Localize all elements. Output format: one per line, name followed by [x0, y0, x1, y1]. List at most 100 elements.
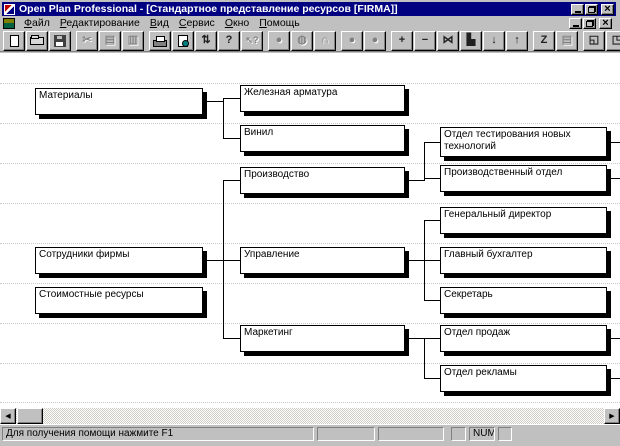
minus-icon: − [421, 34, 429, 46]
scroll-right-icon: ▶ [609, 413, 615, 420]
resource-node-iron-fittings[interactable]: Железная арматура [240, 85, 405, 112]
row-guide-line [0, 283, 620, 284]
connector-line [223, 180, 224, 339]
context-help-icon: ↖? [245, 35, 259, 45]
row-guide-line [0, 243, 620, 244]
resource-view-button-3: ∩ [314, 30, 336, 51]
connector-line [223, 98, 224, 139]
print-preview-button[interactable] [172, 30, 194, 51]
move-down-button[interactable]: ↓ [483, 30, 505, 51]
minimize-icon [572, 24, 579, 27]
scrollbar-thumb[interactable] [17, 408, 43, 424]
resource-node-management[interactable]: Управление [240, 247, 405, 274]
remove-node-button[interactable]: − [414, 30, 436, 51]
node-label: Сотрудники фирмы [39, 249, 130, 260]
close-button[interactable]: × [601, 3, 614, 15]
connector-line [424, 338, 425, 379]
save-button[interactable] [49, 30, 71, 51]
exchange-arrows-icon: ⇅ [201, 34, 211, 46]
node-label: Железная арматура [244, 87, 338, 98]
connector-line [203, 101, 223, 102]
resource-node-production[interactable]: Производство [240, 167, 405, 194]
plus-icon: + [398, 34, 406, 46]
node-label: Секретарь [444, 289, 493, 300]
resource-node-advertising-department[interactable]: Отдел рекламы [440, 365, 607, 392]
resource-node-cost-resources[interactable]: Стоимостные ресурсы [35, 287, 203, 314]
child-close-button[interactable]: × [599, 17, 612, 29]
resource-node-sales-department[interactable]: Отдел продаж [440, 325, 607, 352]
structure-button[interactable]: ▙ [460, 30, 482, 51]
open-folder-button[interactable] [26, 30, 48, 51]
menu-help[interactable]: Помощь [259, 17, 300, 29]
new-document-button[interactable] [3, 30, 25, 51]
tile-windows-icon: ◱ [588, 34, 600, 46]
node-label: Управление [244, 249, 300, 260]
child-restore-button[interactable] [583, 17, 596, 29]
help-button[interactable]: ? [218, 30, 240, 51]
scroll-left-button[interactable]: ◀ [0, 408, 16, 424]
status-panel [498, 426, 512, 441]
resource-node-testing-department[interactable]: Отдел тестирования новых технологий [440, 127, 607, 157]
connector-line [405, 338, 440, 339]
connector-line [223, 180, 240, 181]
paste-icon: ▥ [127, 34, 139, 46]
resource-node-general-director[interactable]: Генеральный директор [440, 207, 607, 234]
connector-line [405, 260, 440, 261]
exchange-button[interactable]: ⇅ [195, 30, 217, 51]
resource-view-button-1: ● [268, 30, 290, 51]
app-icon[interactable] [4, 3, 15, 15]
resource-node-employees[interactable]: Сотрудники фирмы [35, 247, 203, 274]
print-preview-icon [178, 34, 189, 47]
move-up-button[interactable]: ↑ [506, 30, 528, 51]
horizontal-scrollbar[interactable]: ◀ ▶ [0, 408, 620, 424]
node-label: Главный бухгалтер [444, 249, 533, 260]
tile-windows-button[interactable]: ◱ [583, 30, 605, 51]
link-nodes-button[interactable]: ⋈ [437, 30, 459, 51]
status-panel [451, 426, 466, 441]
step-structure-icon: ▙ [466, 34, 476, 46]
restore-icon [585, 19, 594, 27]
resource-tree-canvas[interactable]: Материалы Железная арматура Винил Произв… [0, 53, 620, 408]
printer-icon [153, 35, 167, 47]
resource-node-materials[interactable]: Материалы [35, 88, 203, 115]
child-minimize-button[interactable] [569, 17, 582, 29]
resource-node-marketing[interactable]: Маркетинг [240, 325, 405, 352]
resource-node-vinyl[interactable]: Винил [240, 125, 405, 152]
menu-tools[interactable]: Сервис [178, 17, 215, 29]
menu-edit[interactable]: Редактирование [59, 17, 140, 29]
connector-line [424, 220, 425, 301]
connector-line [607, 142, 620, 143]
row-guide-line [0, 402, 620, 403]
row-guide-line [0, 83, 620, 84]
connector-line [424, 300, 440, 301]
restore-button[interactable] [585, 3, 598, 15]
connector-line [223, 138, 240, 139]
scroll-right-button[interactable]: ▶ [604, 408, 620, 424]
connector-line [607, 178, 620, 179]
add-node-button[interactable]: + [391, 30, 413, 51]
minimize-button[interactable] [571, 3, 584, 15]
notes-button: ▤ [556, 30, 578, 51]
status-panel [317, 426, 375, 441]
resource-node-chief-accountant[interactable]: Главный бухгалтер [440, 247, 607, 274]
connector-line [405, 180, 424, 181]
z-view-icon: Z [540, 34, 548, 46]
z-view-button[interactable]: Z [533, 30, 555, 51]
connector-line [223, 338, 240, 339]
menu-file[interactable]: Файл [24, 17, 50, 29]
print-button[interactable] [149, 30, 171, 51]
node-label: Генеральный директор [444, 209, 552, 220]
resource-node-production-department[interactable]: Производственный отдел [440, 165, 607, 192]
resource-view-button-4: ● [341, 30, 363, 51]
resource-node-secretary[interactable]: Секретарь [440, 287, 607, 314]
menu-window[interactable]: Окно [224, 17, 250, 29]
node-label: Отдел рекламы [444, 367, 517, 378]
resource-view-button-5: ● [364, 30, 386, 51]
cascade-windows-icon: ◳ [612, 35, 620, 46]
copy-button: ▤ [99, 30, 121, 51]
cascade-windows-button[interactable]: ◳ [606, 30, 620, 51]
menu-view[interactable]: Вид [149, 17, 169, 29]
document-window-icon[interactable] [3, 17, 15, 29]
node-label: Производство [244, 169, 310, 180]
child-window-controls: × [568, 17, 612, 29]
